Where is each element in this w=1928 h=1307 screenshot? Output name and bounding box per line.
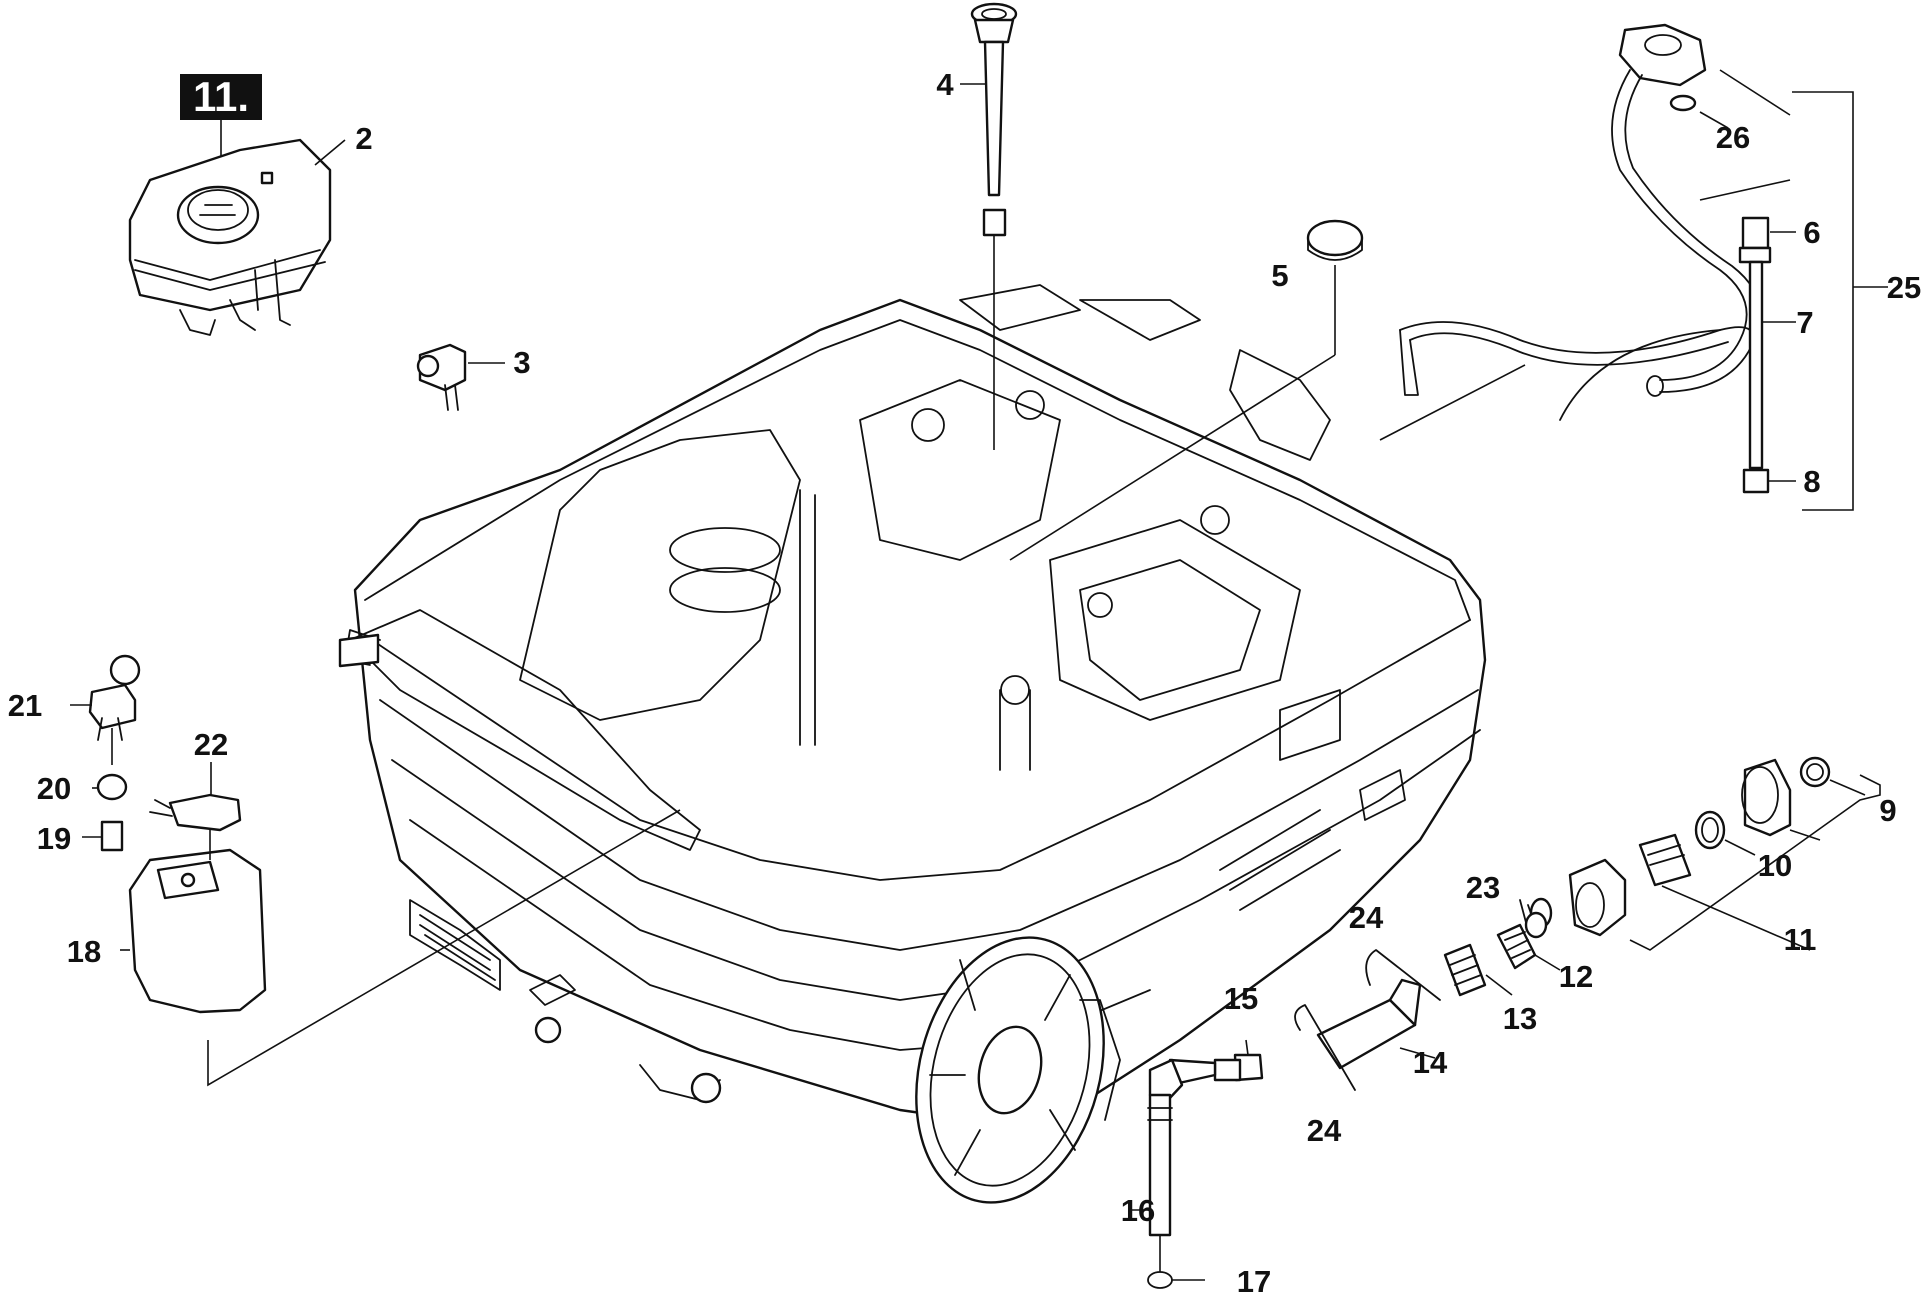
callout-19: 19 (37, 821, 71, 856)
callout-2: 2 (355, 121, 372, 156)
hose-assembly-part-25 (1379, 23, 1791, 441)
callout-12: 12 (1559, 959, 1593, 994)
callout-9: 9 (1879, 793, 1896, 828)
fitting-parts-12-13-23 (1443, 911, 1561, 997)
callout-4: 4 (936, 67, 954, 102)
sensor-parts-6-7-8 (1738, 91, 1888, 511)
callout-24-upper: 24 (1349, 900, 1384, 935)
callout-11: 11 (1784, 922, 1817, 957)
callout-5: 5 (1271, 258, 1288, 293)
tank-part-2 (128, 138, 346, 336)
section-badge: 11. (180, 73, 262, 205)
callout-labels: 2 3 4 5 6 7 8 9 10 11 12 13 14 15 16 17 … (8, 67, 1921, 1299)
callout-26: 26 (1716, 120, 1750, 155)
callout-14: 14 (1413, 1045, 1448, 1080)
side-parts-18-22 (70, 654, 681, 1087)
callout-6: 6 (1803, 215, 1820, 250)
hose-part-14 (1294, 949, 1441, 1091)
wheel (915, 936, 1121, 1204)
callout-17: 17 (1237, 1264, 1271, 1299)
plug-part-5 (1009, 219, 1364, 561)
section-badge-label: 11. (193, 73, 249, 120)
cap-tube-part-4 (960, 2, 1018, 450)
callout-24-lower: 24 (1307, 1113, 1342, 1148)
callout-7: 7 (1796, 305, 1813, 340)
callout-3: 3 (513, 345, 530, 380)
callout-25: 25 (1887, 270, 1921, 305)
callout-13: 13 (1503, 1001, 1537, 1036)
callout-10: 10 (1758, 848, 1792, 883)
main-housing (338, 284, 1487, 1132)
callout-16: 16 (1121, 1193, 1155, 1228)
callout-21: 21 (8, 688, 42, 723)
callout-22: 22 (194, 727, 228, 762)
coupling-parts-9-10-11 (1519, 756, 1881, 951)
valve-part-3 (416, 343, 505, 411)
tube-parts-15-16-17 (1130, 1039, 1264, 1289)
callout-18: 18 (67, 934, 101, 969)
callout-8: 8 (1803, 464, 1820, 499)
callout-15: 15 (1224, 981, 1258, 1016)
callout-20: 20 (37, 771, 71, 806)
callout-23: 23 (1466, 870, 1500, 905)
